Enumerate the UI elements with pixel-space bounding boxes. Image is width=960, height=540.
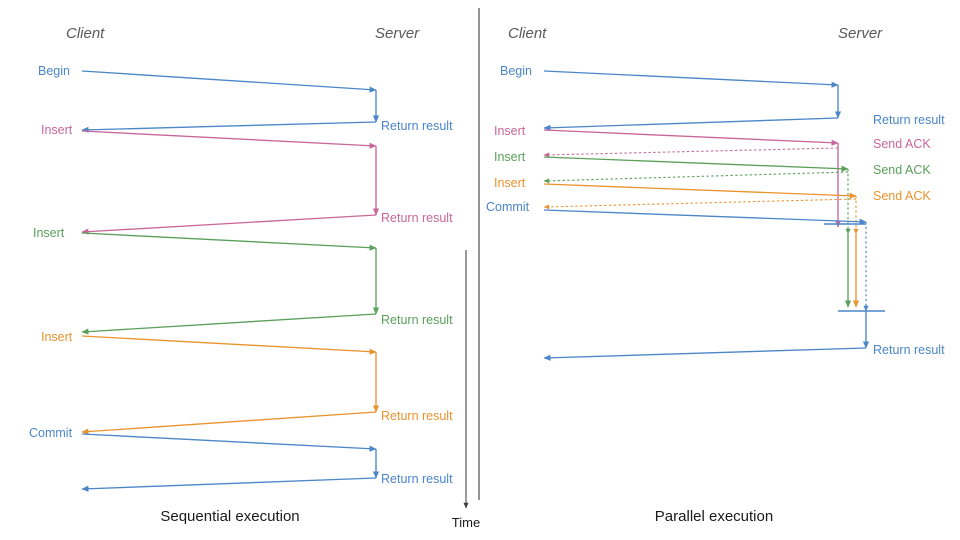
server-label-sequential-1: Return result <box>381 211 453 225</box>
flow-parallel-insert1-request <box>543 129 839 146</box>
flow-parallel-commit-request <box>543 209 867 225</box>
client-label-sequential-1: Insert <box>41 123 73 137</box>
lane-header-server-sequential: Server <box>375 25 420 42</box>
client-label-parallel-2: Insert <box>494 150 526 164</box>
flow-parallel-insert1-ack <box>543 147 839 158</box>
flow-sequential-begin-request <box>81 70 377 93</box>
time-axis-label: Time <box>452 515 480 530</box>
client-label-parallel-4: Commit <box>486 200 530 214</box>
lane-header-client-parallel: Client <box>508 25 547 42</box>
server-label-parallel-1: Send ACK <box>873 137 931 151</box>
flow-parallel-commit-response <box>543 347 867 361</box>
client-label-parallel-3: Insert <box>494 176 526 190</box>
server-label-parallel-0: Return result <box>873 113 945 127</box>
flow-parallel-insert2-request <box>543 156 849 172</box>
time-axis-layer: Time <box>452 250 480 530</box>
client-label-sequential-2: Insert <box>33 226 65 240</box>
server-label-parallel-4: Return result <box>873 343 945 357</box>
flow-sequential-commit-request <box>81 433 377 452</box>
server-label-sequential-2: Return result <box>381 313 453 327</box>
flow-sequential-insert1-response <box>81 214 377 235</box>
lane-header-server-parallel: Server <box>838 25 883 42</box>
flow-sequential-begin-response <box>81 121 377 133</box>
client-label-parallel-0: Begin <box>500 64 532 78</box>
flow-parallel-insert3-request <box>543 183 857 199</box>
flow-sequential-insert3-response <box>81 411 377 435</box>
flow-sequential-commit-response <box>81 477 377 492</box>
flow-sequential-insert2-response <box>81 313 377 335</box>
client-label-sequential-0: Begin <box>38 64 70 78</box>
caption-sequential: Sequential execution <box>160 508 299 525</box>
server-label-sequential-0: Return result <box>381 119 453 133</box>
client-label-sequential-4: Commit <box>29 426 73 440</box>
client-label-parallel-1: Insert <box>494 124 526 138</box>
server-label-parallel-2: Send ACK <box>873 163 931 177</box>
lane-header-client-sequential: Client <box>66 25 105 42</box>
flow-parallel-insert3-ack <box>543 198 857 210</box>
caption-parallel: Parallel execution <box>655 508 773 525</box>
flow-parallel-begin-request <box>543 70 839 88</box>
flow-sequential-insert3-request <box>81 335 377 355</box>
flow-parallel-insert2-ack <box>543 171 849 184</box>
flow-sequential-insert2-request <box>81 232 377 251</box>
server-label-sequential-3: Return result <box>381 409 453 423</box>
server-label-parallel-3: Send ACK <box>873 189 931 203</box>
flow-sequential-insert1-request <box>81 130 377 149</box>
flow-parallel-begin-response <box>543 117 839 131</box>
server-label-sequential-4: Return result <box>381 472 453 486</box>
client-label-sequential-3: Insert <box>41 330 73 344</box>
